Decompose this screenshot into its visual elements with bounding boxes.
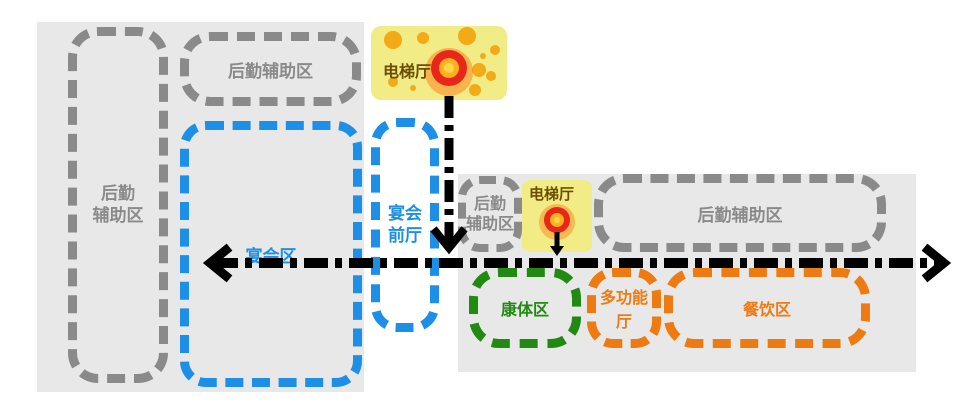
zone-label: 多功能厅 — [599, 288, 648, 331]
zone-banquet-foyer[interactable]: 宴会 前厅 — [371, 118, 439, 332]
zone-fitness[interactable]: 康体区 — [469, 268, 581, 348]
zone-label: 宴会 前厅 — [388, 204, 422, 246]
elevator-link-arrowhead — [550, 246, 564, 256]
heat-blobs-top — [384, 27, 500, 96]
zone-back-of-house-left[interactable]: 后勤 辅助区 — [68, 27, 168, 383]
arrow-left-head — [202, 243, 233, 283]
zone-label: 后勤 辅助区 — [466, 194, 515, 233]
zone-back-of-house-mid[interactable]: 后勤 辅助区 — [458, 176, 522, 252]
arrow-right-head — [921, 243, 952, 283]
floor-area-center — [170, 104, 364, 392]
zone-back-of-house-top[interactable]: 后勤辅助区 — [180, 32, 361, 106]
zone-multifunction-hall[interactable]: 多功能厅 — [587, 268, 661, 348]
zone-dining[interactable]: 餐饮区 — [664, 268, 870, 348]
zone-label: 后勤辅助区 — [228, 61, 313, 82]
elevator-hall-top[interactable]: 电梯厅 — [371, 26, 507, 100]
zone-label: 康体区 — [500, 300, 549, 319]
zone-back-of-house-right[interactable]: 后勤辅助区 — [594, 174, 886, 252]
elevator-hall-label: 电梯厅 — [529, 185, 575, 203]
elevator-hall-label: 电梯厅 — [383, 62, 432, 81]
arrow-down-head — [430, 226, 468, 255]
zone-label: 宴会区 — [245, 246, 297, 267]
zone-banquet[interactable]: 宴会区 — [180, 121, 362, 387]
heat-marker-mid — [539, 204, 575, 240]
zone-label: 后勤 辅助区 — [92, 184, 144, 226]
zone-label: 餐饮区 — [742, 300, 791, 319]
zone-label: 后勤辅助区 — [697, 205, 783, 226]
